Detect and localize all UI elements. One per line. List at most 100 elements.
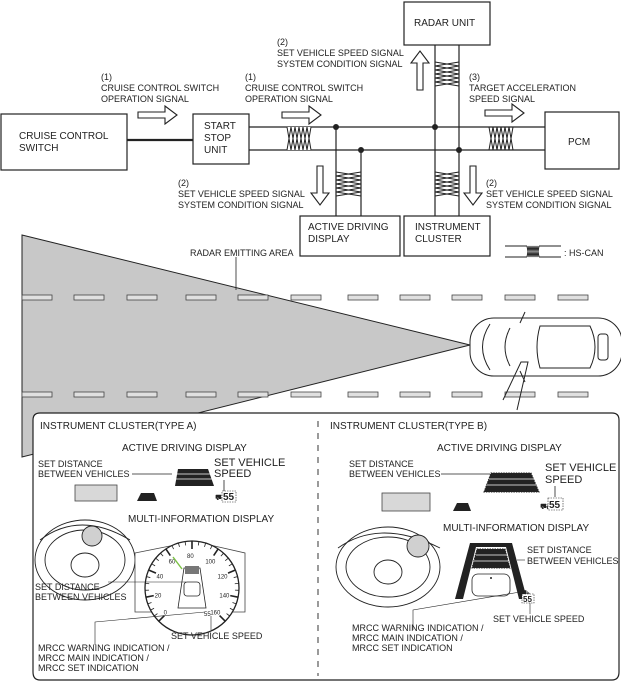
type-a-mid-set-distance-label: SET DISTANCE: [35, 582, 100, 592]
lane-dash: [347, 294, 379, 301]
gauge-tick: [151, 563, 156, 567]
gauge-tick: [230, 594, 239, 598]
svg-text:(2): (2): [277, 37, 288, 47]
type-b-gray-display: [381, 492, 431, 512]
svg-text:STOP: STOP: [204, 133, 231, 144]
lane-dash: [451, 294, 483, 301]
svg-text:TARGET ACCELERATION: TARGET ACCELERATION: [469, 83, 576, 93]
signal-label-1a: (1) CRUISE CONTROL SWITCH OPERATION SIGN…: [101, 72, 219, 104]
signal-label-2-cluster: (2) SET VEHICLE SPEED SIGNAL SYSTEM COND…: [486, 178, 613, 210]
type-b-title: INSTRUMENT CLUSTER(TYPE B): [330, 421, 487, 432]
arrow-down-icon: [309, 165, 331, 206]
gauge-tick-label: 80: [187, 554, 194, 560]
radar-unit-block: RADAR UNIT: [403, 1, 491, 46]
type-b-active-display-title: ACTIVE DRIVING DISPLAY: [437, 443, 562, 454]
type-a-set-distance-label-2: BETWEEN VEHICLES: [38, 469, 130, 479]
instrument-cluster-block: INSTRUMENT CLUSTER: [403, 215, 491, 257]
junction-dots: [333, 124, 462, 153]
type-b-set-speed-label-2: SPEED: [545, 474, 582, 486]
svg-text:(1): (1): [245, 72, 256, 82]
start-stop-unit-block: START STOP UNIT: [192, 113, 250, 165]
gauge-tick: [210, 545, 213, 550]
signal-label-1b: (1) CRUISE CONTROL SWITCH OPERATION SIGN…: [245, 72, 363, 104]
gauge-tick: [213, 548, 219, 557]
arrow-down-icon: [462, 165, 484, 206]
svg-text:55: 55: [204, 612, 211, 618]
gauge-tick: [145, 594, 154, 598]
gauge-tick: [158, 615, 165, 622]
gauge-tick: [165, 548, 171, 557]
lane-markings-bottom: [21, 391, 589, 398]
gauge-tick: [154, 613, 158, 617]
arrow-right-icon: [281, 104, 322, 126]
svg-text:(3): (3): [469, 72, 480, 82]
callout-pointer: [502, 361, 529, 411]
arrow-right-icon: [484, 102, 525, 124]
type-b-mid-set-speed-label: SET VEHICLE SPEED: [493, 614, 585, 624]
type-b-mid-set-distance-label-2: BETWEEN VEHICLES: [527, 556, 619, 566]
lane-dash: [73, 294, 105, 301]
type-a-title: INSTRUMENT CLUSTER(TYPE A): [40, 421, 197, 432]
svg-text:CRUISE CONTROL: CRUISE CONTROL: [19, 131, 109, 142]
svg-text:CLUSTER: CLUSTER: [415, 234, 462, 245]
type-a-active-display-title: ACTIVE DRIVING DISPLAY: [122, 443, 247, 454]
twisted-pair-icons: [286, 61, 514, 197]
svg-text:(1): (1): [101, 72, 112, 82]
type-b-mid-set-distance-label: SET DISTANCE: [527, 545, 592, 555]
gauge-tick-label: 20: [155, 593, 162, 599]
type-b-set-distance-label: SET DISTANCE: [349, 459, 414, 469]
svg-text:SET VEHICLE SPEED SIGNAL: SET VEHICLE SPEED SIGNAL: [486, 189, 613, 199]
svg-text:55: 55: [523, 595, 532, 604]
lane-dash: [504, 294, 536, 301]
cruise-control-switch-block: CRUISE CONTROL SWITCH: [0, 113, 128, 171]
svg-text:SET VEHICLE SPEED SIGNAL: SET VEHICLE SPEED SIGNAL: [178, 189, 305, 199]
svg-text:START: START: [204, 121, 236, 132]
mrcc-icon: ⛟: [521, 590, 530, 597]
gauge-tick: [228, 563, 233, 567]
gauge-tick-label: 140: [219, 593, 230, 599]
mrcc-icon: ⛟: [540, 502, 550, 511]
type-a-set-speed-label: SET VEHICLE: [214, 457, 285, 469]
type-b-mrcc-label-3: MRCC SET INDICATION: [352, 643, 453, 653]
svg-text:(2): (2): [486, 178, 497, 188]
gauge-tick: [177, 542, 180, 547]
gauge-tick: [147, 602, 152, 605]
arrow-up-icon: [409, 50, 431, 91]
svg-text:SPEED SIGNAL: SPEED SIGNAL: [469, 94, 535, 104]
mrcc-icon: ⛟: [215, 493, 225, 502]
svg-text:SYSTEM CONDITION SIGNAL: SYSTEM CONDITION SIGNAL: [178, 200, 304, 210]
gauge-tick: [219, 615, 226, 622]
lane-dash: [290, 294, 322, 301]
type-a-set-distance-label: SET DISTANCE: [38, 459, 103, 469]
type-b-distance-bars-icon: [483, 472, 540, 493]
type-b-mid-title: MULTI-INFORMATION DISPLAY: [443, 523, 589, 534]
lane-markings-top: [21, 294, 589, 301]
signal-label-3: (3) TARGET ACCELERATION SPEED SIGNAL: [469, 72, 576, 104]
lane-dash: [237, 294, 269, 301]
gauge-tick: [184, 541, 187, 546]
svg-text:CRUISE CONTROL SWITCH: CRUISE CONTROL SWITCH: [101, 83, 219, 93]
gauge-tick: [150, 607, 155, 611]
type-b-steering-wheel-icon: [335, 526, 441, 608]
lane-dash: [185, 391, 217, 398]
signal-label-2-radar: (2) SET VEHICLE SPEED SIGNAL SYSTEM COND…: [277, 37, 404, 69]
gauge-tick: [160, 552, 164, 557]
lane-dash: [451, 391, 483, 398]
type-b-mrcc-label-2: MRCC MAIN INDICATION /: [352, 633, 463, 643]
lane-dash: [126, 294, 158, 301]
svg-text:UNIT: UNIT: [204, 145, 227, 156]
lane-dash: [347, 391, 379, 398]
gauge-tick-label: 100: [205, 560, 216, 566]
signal-label-2-active-display: (2) SET VEHICLE SPEED SIGNAL SYSTEM COND…: [178, 178, 305, 210]
radar-area-label: RADAR EMITTING AREA: [190, 248, 294, 258]
type-a-mrcc-label: MRCC WARNING INDICATION /: [38, 643, 170, 653]
type-a-distance-bars-icon: [175, 469, 214, 486]
lane-dash: [557, 391, 589, 398]
svg-text:ACTIVE DRIVING: ACTIVE DRIVING: [308, 222, 389, 233]
lane-dash: [73, 391, 105, 398]
svg-text:SET VEHICLE SPEED SIGNAL: SET VEHICLE SPEED SIGNAL: [277, 48, 404, 58]
svg-text:RADAR UNIT: RADAR UNIT: [414, 18, 475, 29]
gauge-tick: [171, 545, 174, 550]
svg-text:: HS-CAN: : HS-CAN: [564, 248, 604, 258]
